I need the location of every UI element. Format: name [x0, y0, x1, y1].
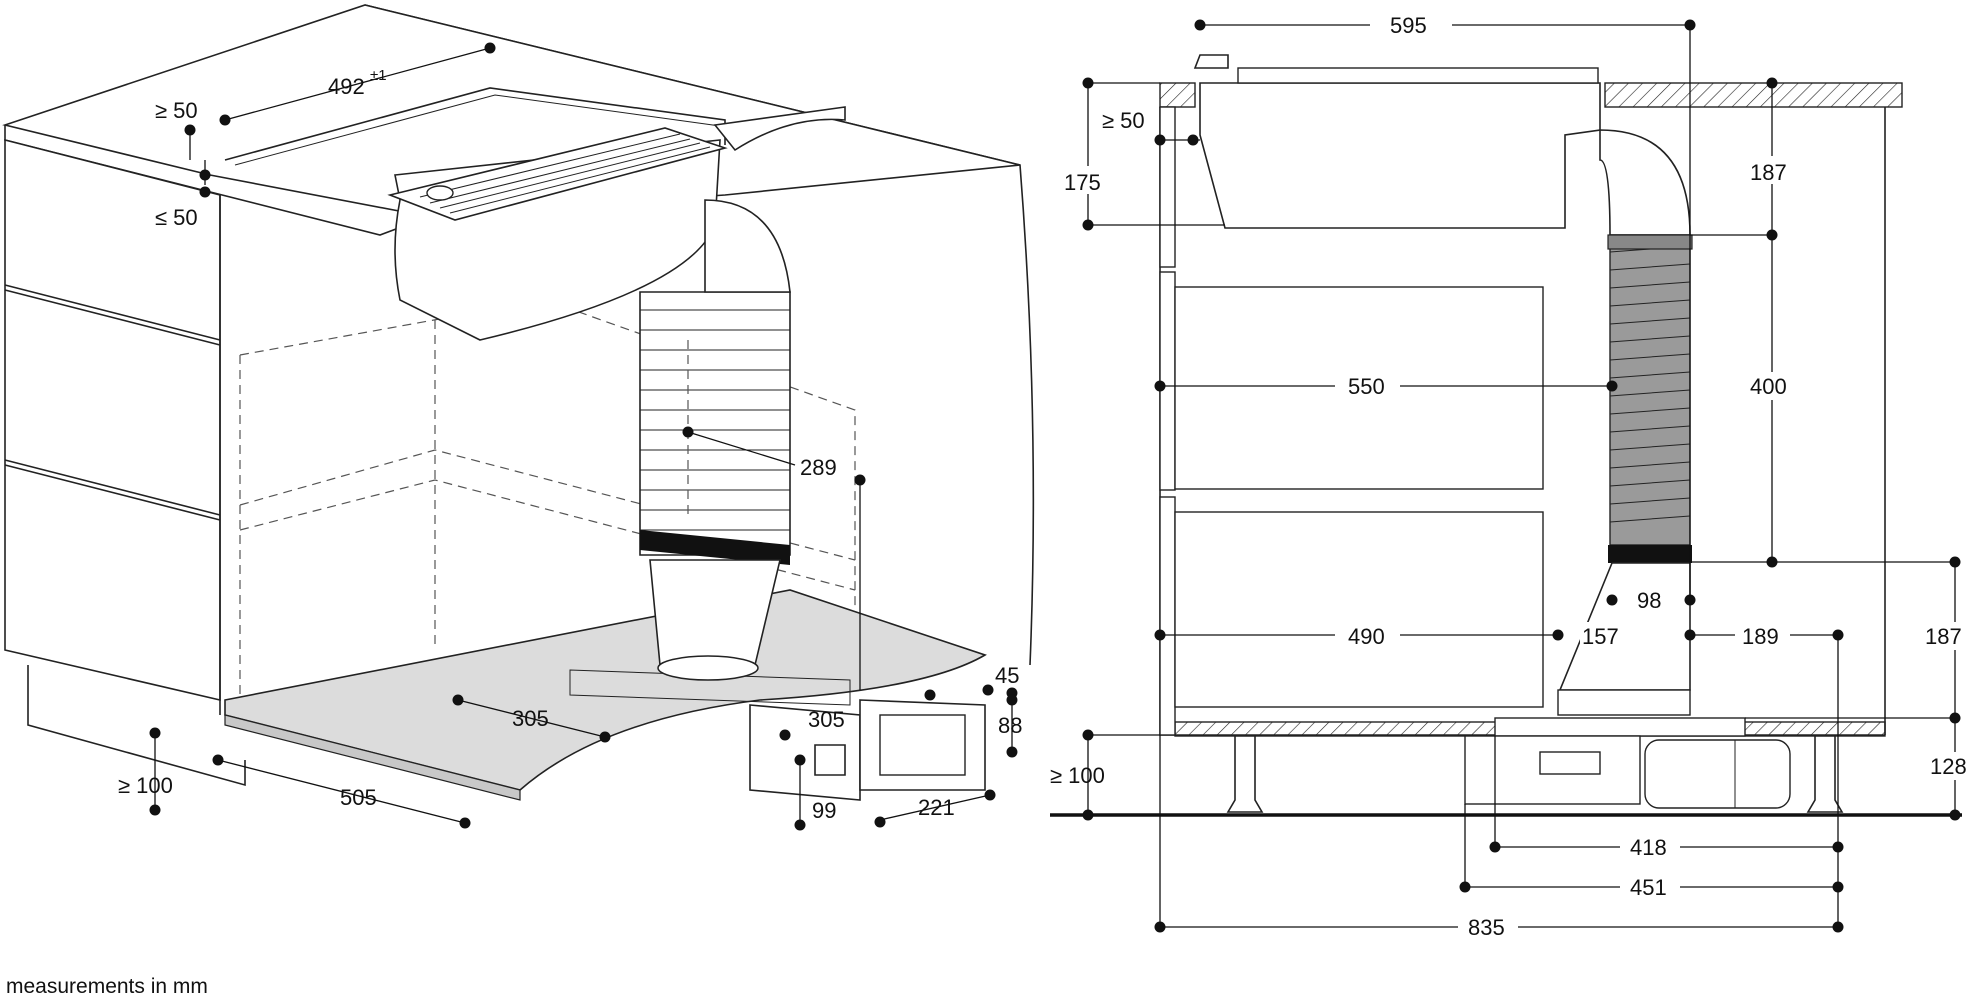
fan-box	[749, 704, 861, 801]
dim-plinth-height: 128	[1930, 754, 1967, 779]
dim-offset-157: 157	[1582, 624, 1619, 649]
fan-connector-icon	[814, 744, 846, 776]
hidden-line-1	[239, 299, 856, 620]
dim-gap-min: ≥ 50	[1102, 108, 1145, 133]
units-footnote: measurements in mm	[6, 975, 208, 998]
control-knob-icon	[426, 185, 454, 201]
duct-corrugation	[640, 309, 790, 531]
side-view: 595 ≥ 50 175 187 550 400 98 490 157 189 …	[1050, 12, 1967, 942]
drawer-line-1b	[4, 289, 221, 346]
duct-elbow	[704, 199, 791, 293]
tube-bottom-clamp	[1608, 545, 1692, 563]
cabinet-foot-2	[1806, 735, 1844, 813]
dim-duct-height: 88	[998, 713, 1022, 738]
fan-mount-plate	[1494, 717, 1746, 737]
perspective-dimensions	[149, 42, 1018, 831]
duct-elbow-section	[1599, 129, 1691, 236]
base-cutout	[569, 669, 851, 706]
dim-gap-min-top: ≥ 50	[155, 98, 198, 123]
dim-base-depth: 505	[340, 785, 377, 810]
adapter-ring	[657, 655, 759, 681]
drawer-line-1	[4, 284, 221, 341]
dim-upper-section: 187	[1750, 160, 1787, 185]
hob-glass	[1237, 67, 1599, 84]
drawer-lower	[1174, 511, 1544, 708]
flat-duct-opening	[879, 714, 966, 776]
drawer-front-1	[1159, 106, 1176, 268]
dim-fan-height: 99	[812, 798, 836, 823]
perspective-view: 492 ±1 ≥ 50 ≤ 50 ≥ 100 505 305 305 289 4…	[2, 4, 1035, 831]
flat-duct-section	[1644, 739, 1791, 809]
tube-top-collar	[1607, 234, 1693, 250]
dim-duct-gap: 45	[995, 663, 1019, 688]
back-wall	[364, 4, 1035, 666]
outlet-pipe	[713, 106, 846, 152]
cabinet-foot-1	[1226, 735, 1264, 813]
dim-duct-offset-a: 305	[512, 706, 549, 731]
drawer-front-3	[1159, 496, 1176, 736]
dim-offset-189: 189	[1742, 624, 1779, 649]
fan-connector-section-icon	[1539, 751, 1601, 775]
dim-tube-diameter: 98	[1637, 588, 1661, 613]
adapter-base	[1557, 689, 1691, 716]
dim-plinth-depth-418: 418	[1630, 835, 1667, 860]
dim-hob-width: 595	[1390, 13, 1427, 38]
dim-plinth-min-side: ≥ 100	[1050, 763, 1105, 788]
dim-drawer-depth-lower: 490	[1348, 624, 1385, 649]
hidden-line-4	[239, 449, 856, 561]
drawer-line-2b	[4, 464, 221, 521]
worktop-section-right	[1604, 82, 1903, 108]
dim-cutout-depth: 492	[328, 74, 365, 99]
base-plate	[224, 589, 987, 791]
cutout-inner	[234, 94, 721, 166]
grille-slats	[419, 133, 711, 214]
dim-gap-max: ≤ 50	[155, 205, 198, 230]
dim-cutout-tolerance: ±1	[370, 67, 387, 84]
dim-cabinet-depth: 835	[1468, 915, 1505, 940]
hob-unit-section	[1199, 82, 1601, 229]
dim-plinth-depth-451: 451	[1630, 875, 1667, 900]
dim-module-height: 289	[800, 455, 837, 480]
hob-knob-icon	[1193, 54, 1229, 69]
dim-duct-offset-b: 305	[808, 707, 845, 732]
dim-plinth-min: ≥ 100	[118, 773, 173, 798]
dim-tube-length: 400	[1750, 374, 1787, 399]
dim-lower-section: 187	[1925, 624, 1962, 649]
hidden-line-5	[239, 479, 856, 591]
drawer-line-2	[4, 459, 221, 516]
dim-duct-width: 221	[918, 795, 955, 820]
dim-drawer-depth-upper: 550	[1348, 374, 1385, 399]
duct-clamp	[640, 530, 790, 565]
base-plate-edge	[224, 714, 521, 801]
flexible-duct	[639, 291, 791, 556]
worktop-section-left	[1159, 82, 1196, 108]
plinth	[27, 665, 246, 787]
dim-unit-height: 175	[1064, 170, 1101, 195]
